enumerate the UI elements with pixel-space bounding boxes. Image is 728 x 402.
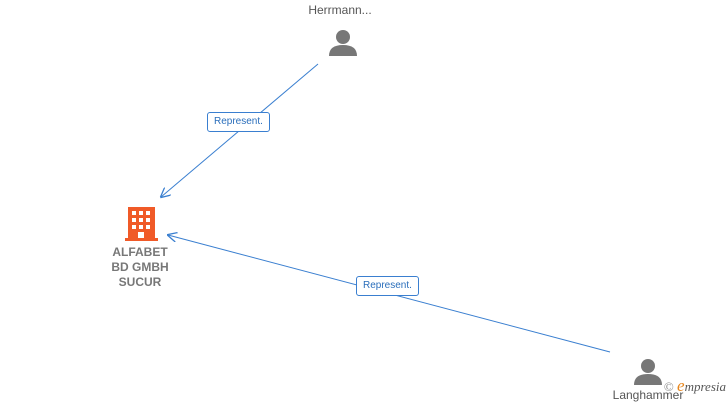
edge-label-represent: Represent.: [207, 112, 270, 132]
company-name-line: ALFABET: [112, 245, 168, 259]
brand-initial: e: [677, 376, 685, 395]
person-name-label[interactable]: Herrmann...: [308, 3, 372, 17]
person-name-label[interactable]: Langhammer: [612, 388, 684, 402]
empresia-watermark: © empresia: [664, 376, 726, 396]
person-icon[interactable]: [329, 30, 357, 56]
company-name-label[interactable]: ALFABET BD GMBH SUCUR: [90, 245, 190, 290]
copyright-symbol: ©: [663, 379, 674, 394]
brand-name: mpresia: [684, 379, 726, 394]
company-name-line: BD GMBH: [111, 260, 169, 274]
person-icon[interactable]: [634, 359, 662, 385]
edge-label-represent: Represent.: [356, 276, 419, 296]
building-icon[interactable]: [125, 207, 158, 241]
company-name-line: SUCUR: [118, 275, 162, 289]
